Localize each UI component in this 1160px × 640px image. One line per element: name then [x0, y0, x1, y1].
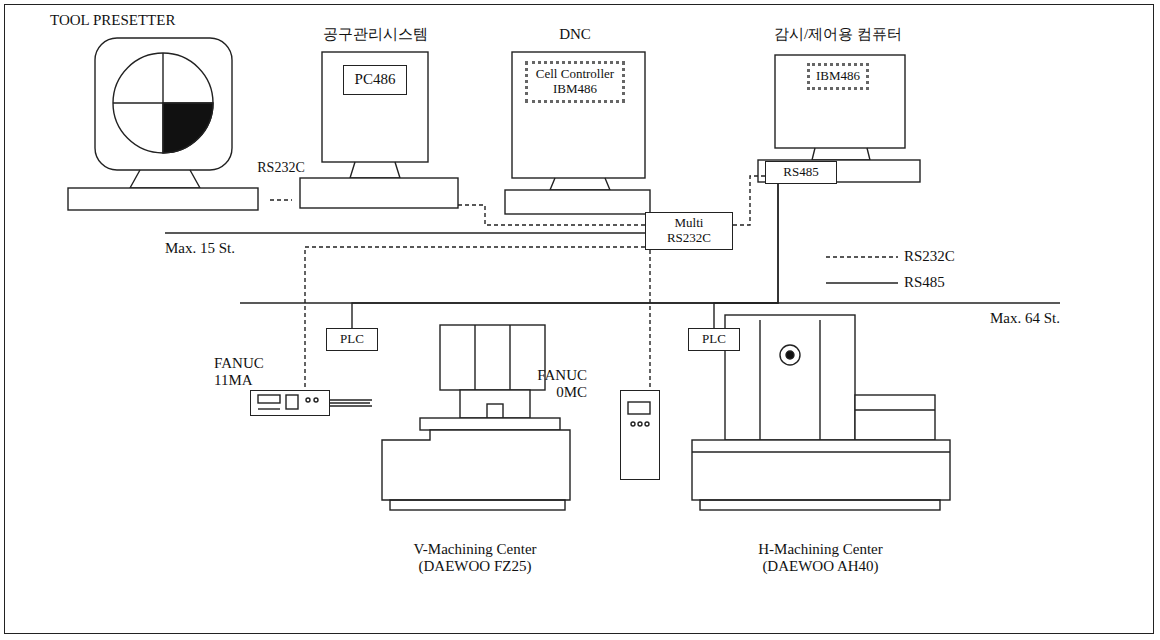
node-label: V-Machining Center (DAEWOO FZ25) [393, 541, 558, 576]
legend-row: RS485 [826, 270, 955, 296]
multi-port-box: Multi RS232C [645, 212, 733, 250]
node-label: H-Machining Center (DAEWOO AH40) [736, 541, 906, 576]
h-machining-center: H-Machining Center (DAEWOO AH40) [688, 310, 953, 575]
dnc-monitor [505, 52, 650, 214]
legend-text: RS232C [904, 248, 955, 265]
rs232c-link [649, 250, 650, 390]
legend-sample [826, 277, 898, 289]
screen-label: IBM486 [807, 63, 869, 90]
node-label: DNC [559, 26, 591, 43]
screen-label: PC486 [343, 65, 408, 94]
rs485-link [330, 402, 370, 403]
cnc-controller: FANUC 11MA [250, 390, 330, 416]
link-label: RS232C [255, 160, 306, 176]
rs232c-link [305, 247, 645, 390]
node-label: 공구관리시스템 [323, 26, 428, 43]
node-label: FANUC 0MC [531, 367, 587, 402]
node-label: FANUC 11MA [214, 355, 266, 390]
controller-panel [258, 395, 318, 409]
rs485-adapter: RS485 [765, 161, 837, 184]
legend-text: RS485 [904, 274, 945, 291]
cnc-cabinet: FANUC 0MC [620, 390, 660, 480]
legend: RS232C RS485 [826, 244, 955, 296]
node-label: RS485 [771, 165, 831, 180]
cabinet-panel [628, 402, 650, 426]
node-label: PLC [332, 332, 372, 347]
rs485-link [714, 184, 778, 328]
rs485-link [352, 184, 778, 328]
node-label: Multi RS232C [651, 216, 727, 246]
v-machining-center [330, 325, 570, 510]
station-limit: Max. 64 St. [990, 310, 1060, 327]
presetter: TOOL PRESETTER [40, 12, 270, 212]
station-limit: Max. 15 St. [165, 240, 235, 257]
plc-box: PLC [688, 328, 740, 351]
rs485-line [165, 232, 645, 233]
node-label: PLC [694, 332, 734, 347]
node-label: 감시/제어용 컴퓨터 [774, 26, 902, 43]
legend-row: RS232C [826, 244, 955, 270]
rs232c-link [270, 199, 292, 200]
pc-monitor [300, 52, 458, 208]
presetter-monitor [68, 38, 258, 210]
screen-label: Cell Controller IBM486 [525, 61, 625, 103]
monitor-control-computer: 감시/제어용 컴퓨터 IBM486 [752, 26, 924, 182]
plc-box: PLC [326, 328, 378, 351]
dnc-computer: DNC Cell Controller IBM486 [500, 26, 650, 216]
node-label: TOOL PRESETTER [50, 12, 270, 29]
rs232c-link [458, 205, 645, 225]
v-machining-center: V-Machining Center (DAEWOO FZ25) [370, 320, 580, 575]
rs232c-link [733, 176, 765, 225]
legend-sample [826, 251, 898, 263]
tool-management-pc: 공구관리시스템 PC486 [292, 26, 458, 210]
